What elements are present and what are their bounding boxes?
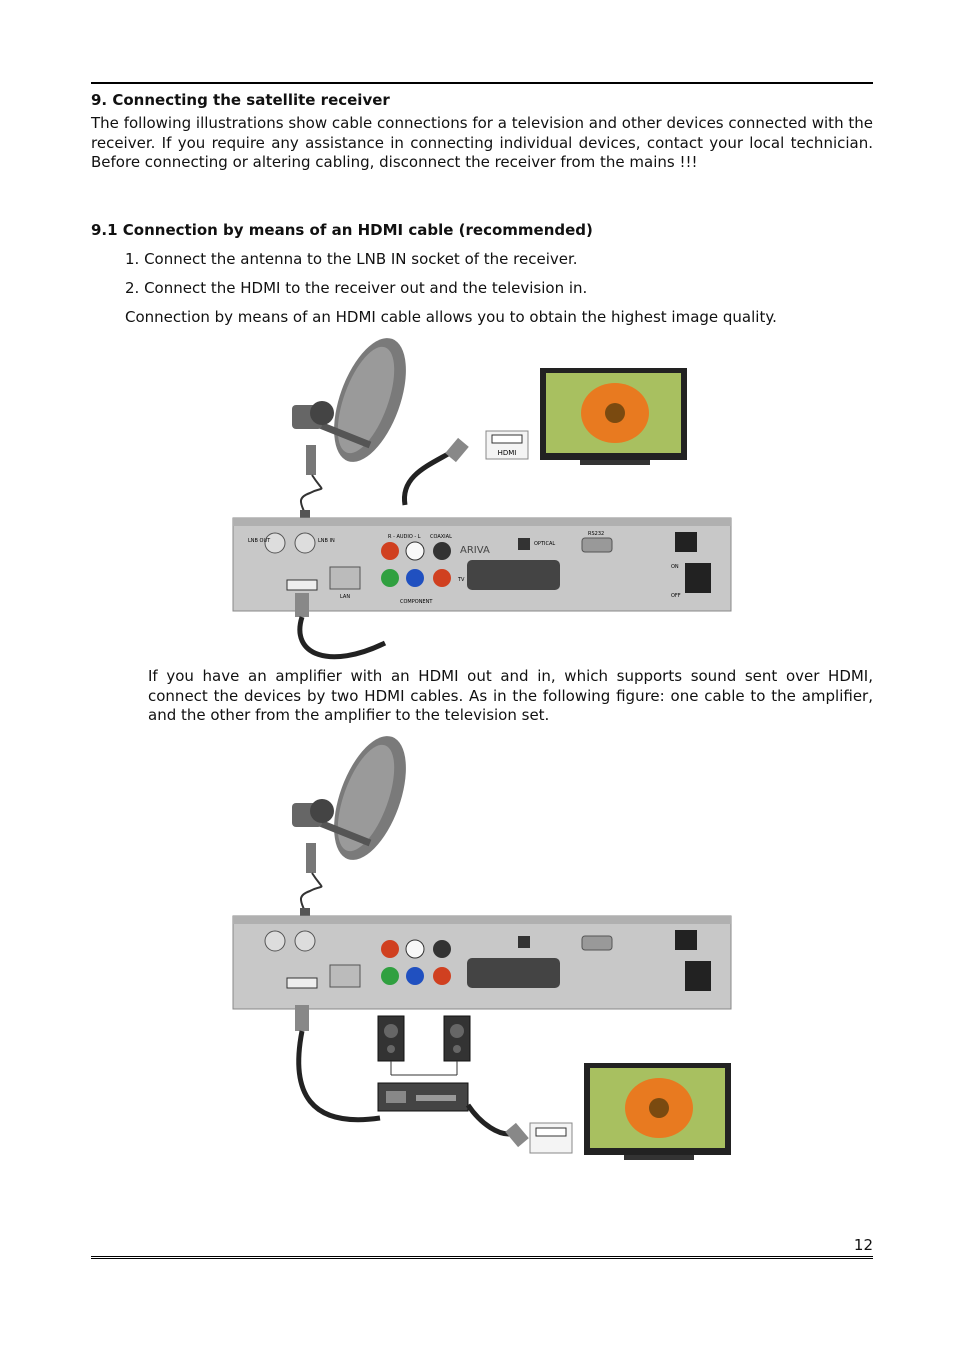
receiver-back-panel: LNB OUT LNB IN R - AUDIO - L COAXIAL COM… bbox=[232, 517, 732, 612]
lnb-out-label: LNB OUT bbox=[248, 538, 271, 544]
audio-label: R - AUDIO - L bbox=[388, 534, 421, 540]
receiver-back-panel bbox=[232, 915, 732, 1010]
hdmi-label: HDMI bbox=[498, 449, 517, 457]
lnb-in-label: LNB IN bbox=[318, 538, 335, 544]
component-label: COMPONENT bbox=[400, 599, 433, 605]
subsection-title: 9.1 Connection by means of an HDMI cable… bbox=[91, 221, 593, 239]
figure-amplifier-connection bbox=[232, 736, 732, 1160]
brand-label: ARIVA bbox=[460, 545, 490, 556]
lan-label: LAN bbox=[340, 594, 350, 600]
off-label: OFF bbox=[671, 593, 681, 599]
section-title: 9. Connecting the satellite receiver bbox=[91, 91, 390, 109]
coaxial-label: COAXIAL bbox=[430, 534, 452, 540]
speaker-icon bbox=[443, 1015, 471, 1062]
rs232-label: RS232 bbox=[588, 531, 604, 537]
television-icon bbox=[584, 1063, 731, 1160]
step-1: 1. Connect the antenna to the LNB IN soc… bbox=[125, 250, 578, 268]
satellite-dish-icon bbox=[292, 338, 406, 475]
optical-label: OPTICAL bbox=[534, 541, 555, 547]
page-number: 12 bbox=[853, 1236, 873, 1254]
hdmi-quality-note: Connection by means of an HDMI cable all… bbox=[125, 308, 777, 326]
figure-hdmi-connection: HDMI LNB OUT LNB IN R - AUDIO - L COAXIA… bbox=[232, 338, 732, 660]
speaker-icon bbox=[377, 1015, 405, 1062]
television-icon bbox=[540, 368, 687, 465]
bottom-rule bbox=[91, 1256, 873, 1259]
amplifier-paragraph: If you have an amplifier with an HDMI ou… bbox=[148, 667, 873, 725]
step-2: 2. Connect the HDMI to the receiver out … bbox=[125, 279, 588, 297]
on-label: ON bbox=[671, 564, 679, 570]
satellite-dish-icon bbox=[292, 736, 406, 873]
intro-paragraph: The following illustrations show cable c… bbox=[91, 114, 873, 172]
amplifier-icon bbox=[377, 1082, 469, 1112]
tv-label: TV bbox=[457, 577, 465, 583]
top-rule bbox=[91, 82, 873, 84]
